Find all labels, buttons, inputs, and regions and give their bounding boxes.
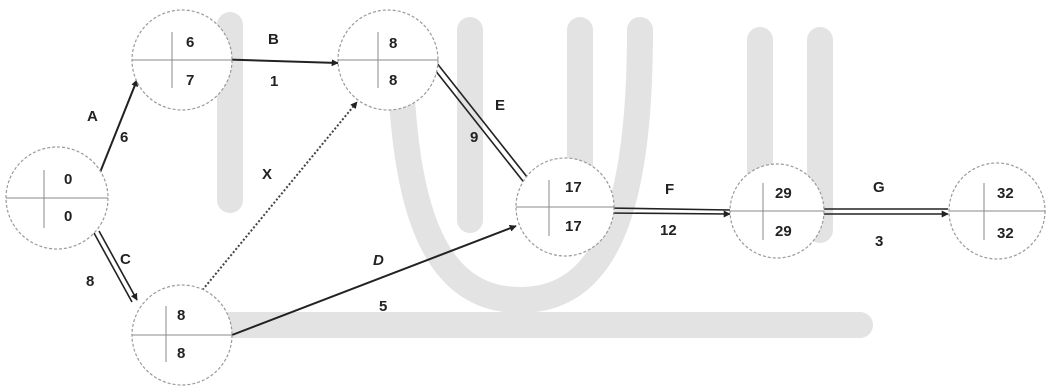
label-b-name: B — [268, 31, 279, 48]
edge-c — [93, 230, 138, 303]
label-c-duration: 8 — [86, 273, 94, 290]
node-1-top: 6 — [186, 34, 194, 51]
node-2-bottom: 8 — [389, 72, 397, 89]
node-4-bottom: 17 — [565, 218, 582, 235]
label-d-duration: 5 — [379, 298, 387, 315]
label-a-duration: 6 — [120, 129, 128, 146]
edge-labels: A 6 B 1 C 8 X D 5 E 9 F 12 G 3 — [86, 31, 885, 315]
watermark-logo — [217, 12, 873, 338]
edge-a — [94, 79, 138, 186]
edge-x — [199, 101, 358, 294]
node-0-top: 0 — [64, 171, 72, 188]
label-x-name: X — [262, 166, 272, 183]
label-e-name: E — [495, 97, 505, 114]
node-3: 8 8 — [131, 284, 233, 386]
node-0: 0 0 — [5, 146, 109, 250]
node-4-top: 17 — [565, 179, 582, 196]
node-4: 17 17 — [515, 157, 615, 257]
edges — [93, 58, 949, 336]
node-3-top: 8 — [177, 307, 185, 324]
label-g-duration: 3 — [875, 233, 883, 250]
node-5-top: 29 — [775, 185, 792, 202]
node-3-bottom: 8 — [177, 345, 185, 362]
label-e-duration: 9 — [470, 129, 478, 146]
label-f-duration: 12 — [660, 222, 677, 239]
node-6-bottom: 32 — [997, 225, 1014, 242]
label-c-name: C — [120, 251, 131, 268]
edge-d — [231, 224, 517, 336]
label-b-duration: 1 — [270, 73, 278, 90]
edge-f — [605, 207, 731, 218]
label-f-name: F — [665, 181, 674, 198]
node-2-top: 8 — [389, 35, 397, 52]
edge-e — [430, 61, 536, 191]
node-5: 29 29 — [729, 163, 825, 259]
node-6: 32 32 — [948, 162, 1046, 260]
label-g-name: G — [873, 179, 885, 196]
label-a-name: A — [87, 108, 98, 125]
node-6-top: 32 — [997, 185, 1014, 202]
label-d-name: D — [373, 252, 384, 269]
node-1: 6 7 — [131, 9, 233, 111]
node-2: 8 8 — [337, 9, 439, 111]
node-5-bottom: 29 — [775, 223, 792, 240]
node-1-bottom: 7 — [186, 72, 194, 89]
edge-g — [820, 208, 949, 218]
node-0-bottom: 0 — [64, 208, 72, 225]
